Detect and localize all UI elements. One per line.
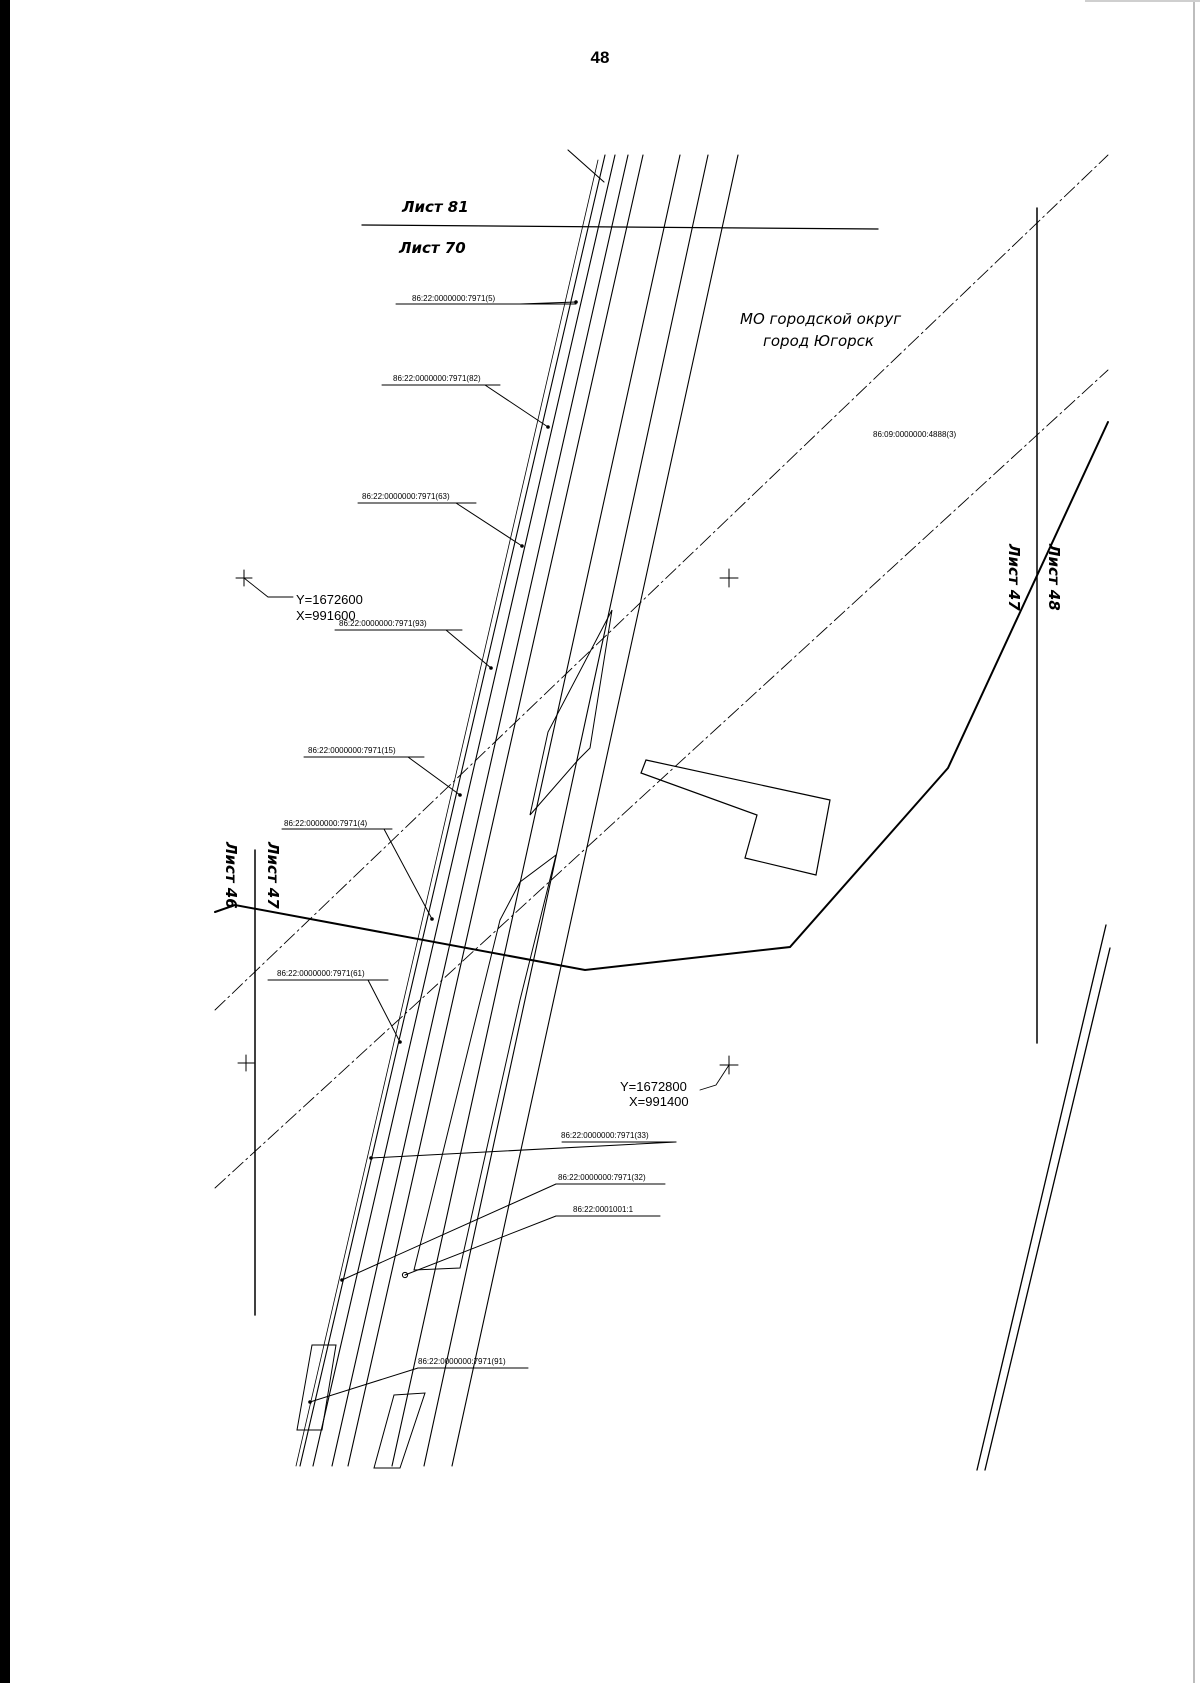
sheet-label-46: Лист 46 — [222, 841, 240, 909]
parcel-label: 86:22:0000000:7971(63) — [362, 492, 450, 501]
region-label-line1: МО городской округ — [740, 310, 901, 328]
parcel-outline-middle — [413, 853, 557, 1271]
right-line-b — [984, 947, 1111, 1471]
sheet-label-48: Лист 48 — [1045, 543, 1063, 611]
parcel-label: 86:22:0000000:7971(4) — [284, 819, 368, 828]
right-line-a — [976, 924, 1107, 1471]
scan-border-left — [0, 0, 10, 1683]
building-outline — [640, 759, 831, 876]
coord-upper-y: Y=1672600 — [296, 592, 363, 607]
parcel-outline-bottom — [373, 1392, 426, 1469]
scan-border-top — [1085, 0, 1200, 2]
parcel-label: 86:22:0001001:1 — [573, 1205, 634, 1214]
coord-upper-x: X=991600 — [296, 608, 356, 623]
corridor-strip — [295, 154, 739, 1467]
coord-leader-upper — [243, 577, 294, 598]
parcel-label: 86:22:0000000:7971(33) — [561, 1131, 649, 1140]
parcel-label: 86:09:0000000:4888(3) — [873, 430, 957, 439]
sheet-label-81: Лист 81 — [401, 198, 469, 216]
sheet-boundary-top — [361, 224, 879, 230]
page-number: 48 — [590, 48, 610, 67]
dashdot-lines — [214, 154, 1109, 1189]
parcel-label: 86:22:0000000:7971(15) — [308, 746, 396, 755]
parcel-label: 86:22:0000000:7971(5) — [412, 294, 496, 303]
coord-lower-x: X=991400 — [629, 1094, 689, 1109]
corridor-top-tick — [567, 149, 605, 183]
municipal-boundary — [214, 421, 1109, 972]
parcel-outline-lower-left — [296, 1344, 337, 1431]
sheet-label-47-left: Лист 47 — [264, 841, 282, 909]
parcel-label: 86:22:0000000:7971(91) — [418, 1357, 506, 1366]
sheet-label-47-right: Лист 47 — [1005, 543, 1023, 611]
coord-leader-lower — [699, 1064, 730, 1091]
parcel-label: 86:22:0000000:7971(61) — [277, 969, 365, 978]
coord-lower-y: Y=1672800 — [620, 1079, 687, 1094]
leader-dots — [308, 300, 578, 1404]
parcel-outline-upper — [529, 609, 613, 816]
parcel-label: 86:22:0000000:7971(93) — [339, 619, 427, 628]
parcel-leaders — [267, 301, 677, 1403]
parcel-label: 86:22:0000000:7971(32) — [558, 1173, 646, 1182]
region-label-line2: город Югорск — [763, 332, 874, 350]
parcel-label: 86:22:0000000:7971(82) — [393, 374, 481, 383]
scan-border-right — [1193, 0, 1195, 1683]
sheet-label-70: Лист 70 — [398, 239, 466, 257]
